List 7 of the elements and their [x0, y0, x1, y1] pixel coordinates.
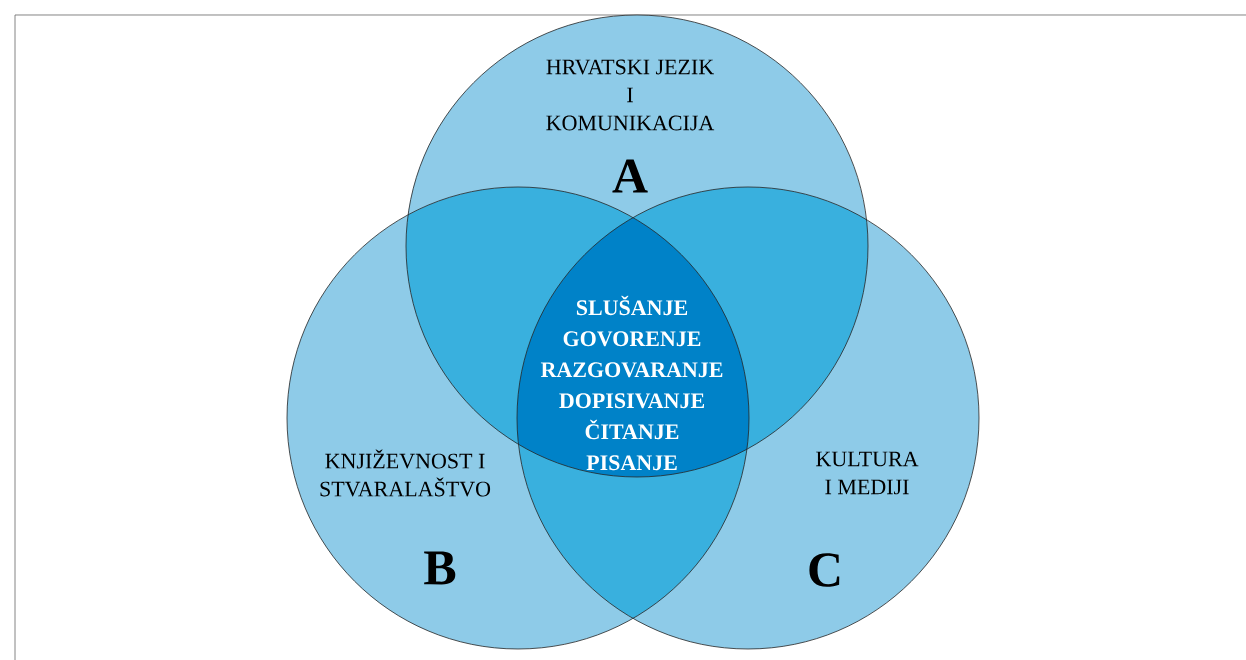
- circle-label: KNJIŽEVNOST I STVARALAŠTVO: [320, 449, 491, 497]
- circle-letter: A: [612, 159, 648, 193]
- circle-letter: B: [424, 551, 456, 585]
- center-text: SLUŠANJE GOVORENJE RAZGOVARANJE DOPISIVANJE ČITANJE PISANJE: [540, 295, 723, 471]
- circle-label: KULTURA I MEDIJI: [816, 451, 919, 495]
- circle-label: HRVATSKI JEZIK I KOMUNIKACIJA: [546, 59, 715, 131]
- circle-letter: C: [809, 553, 840, 587]
